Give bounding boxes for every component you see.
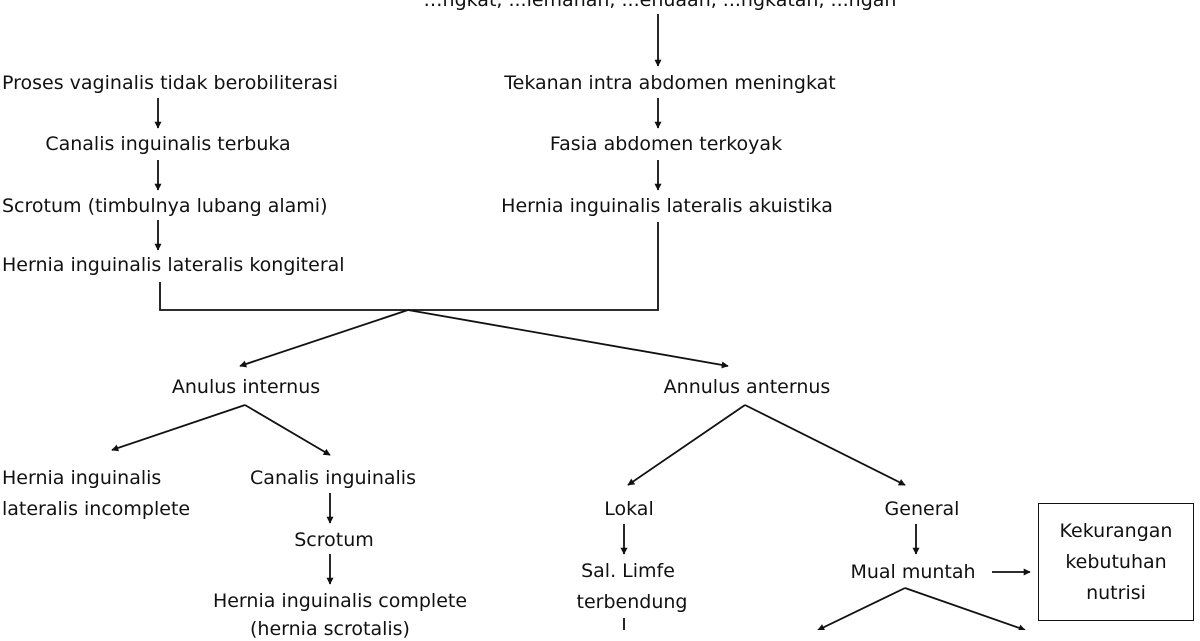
arrow-mual-to-right	[904, 587, 1026, 630]
arrow-merge-to-anulus-internus	[239, 309, 409, 368]
hernia-incomplete-line1: Hernia inguinalis	[2, 467, 162, 489]
kekurangan-line2: kebutuhan	[1065, 550, 1167, 573]
arrow-mual-to-left	[817, 587, 906, 630]
arrow-merge-to-annulus-anternus	[407, 309, 729, 369]
scrotum-lubang-label: Scrotum (timbulnya lubang alami)	[2, 195, 328, 217]
sal-limfe-line2: terbendung	[576, 591, 688, 613]
top-partial-label: …ngkat, ...lemahan, ...enuaan, ...ngkata…	[423, 0, 897, 11]
kekurangan-nutrisi-box: Kekurangan kebutuhan nutrisi	[1038, 503, 1194, 621]
hernia-incomplete-line2: lateralis incomplete	[2, 498, 191, 520]
kekurangan-line1: Kekurangan	[1059, 519, 1173, 542]
arrow-anternus-to-lokal	[627, 404, 746, 486]
annulus-anternus-label: Annulus anternus	[663, 376, 831, 398]
sal-limfe-line1: Sal. Limfe	[581, 560, 675, 582]
hernia-scrotalis-label: (hernia scrotalis)	[250, 618, 410, 640]
kekurangan-line3: nutrisi	[1086, 581, 1146, 604]
hernia-complete-label: Hernia inguinalis complete	[212, 590, 468, 612]
canalis-terbuka-label: Canalis inguinalis terbuka	[45, 133, 291, 155]
hernia-kongiteral-label: Hernia inguinalis lateralis kongiteral	[2, 254, 345, 276]
anulus-internus-label: Anulus internus	[171, 376, 321, 398]
arrow-internus-to-canalis	[244, 404, 331, 456]
proses-vaginalis-label: Proses vaginalis tidak berobiliterasi	[2, 72, 338, 94]
fasia-terkoyak-label: Fasia abdomen terkoyak	[549, 133, 783, 155]
canalis-inguinalis-label: Canalis inguinalis	[250, 467, 416, 489]
mual-muntah-label: Mual muntah	[850, 561, 976, 583]
scrotum-label: Scrotum	[294, 529, 374, 551]
hernia-akuistika-label: Hernia inguinalis lateralis akuistika	[501, 195, 833, 217]
arrow-anternus-to-general	[744, 404, 906, 486]
general-label: General	[884, 498, 960, 520]
tekanan-intra-label: Tekanan intra abdomen meningkat	[504, 72, 836, 94]
lokal-label: Lokal	[604, 498, 654, 520]
arrow-internus-to-incomplete	[111, 404, 246, 452]
